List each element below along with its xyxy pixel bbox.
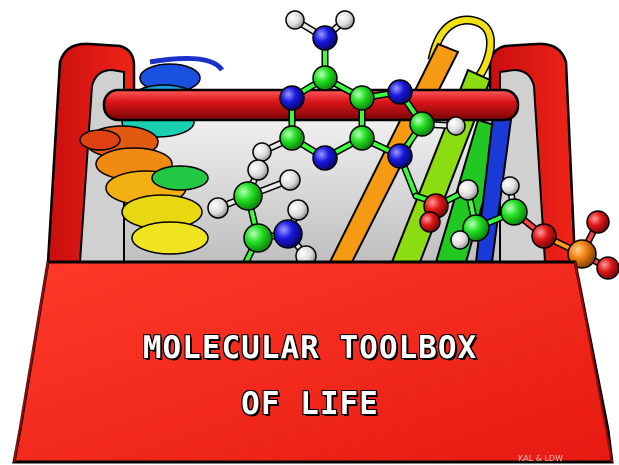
title-line-1: MOLECULAR TOOLBOX [142,329,478,367]
artist-credit: KAL & LDW [518,454,563,463]
phosphate-group-icon [412,176,619,328]
toolbox-front [12,260,614,464]
amino-acid-molecule-icon [207,159,317,267]
title-line-2: OF LIFE [240,385,379,423]
toolbox-handle [102,88,520,122]
adenine-molecule-icon [252,10,466,200]
